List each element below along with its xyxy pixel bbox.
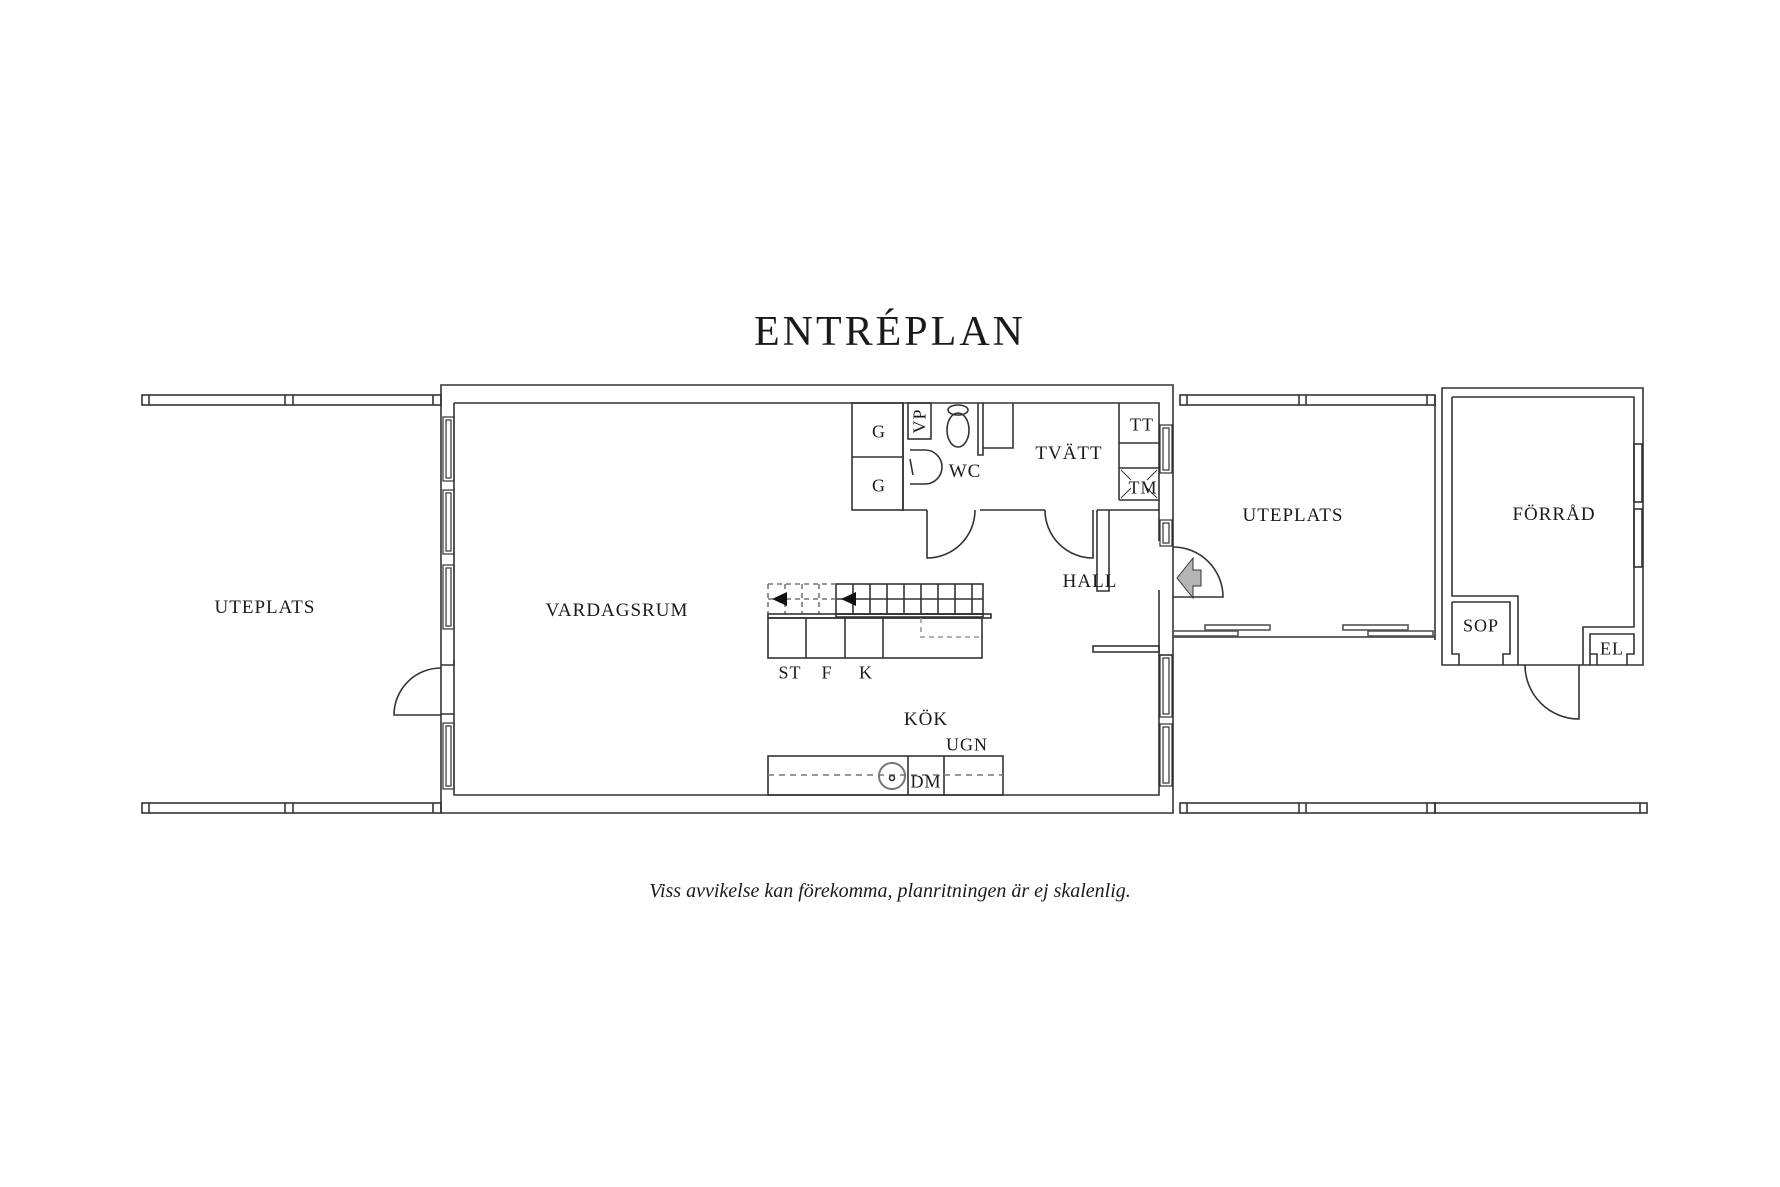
fixture-label-g2: G [872,475,886,496]
east-windows [1159,424,1173,787]
room-label-vardagsrum: VARDAGSRUM [545,600,689,621]
stair-arrow-icon [772,592,787,606]
stair-arrow-icon [841,592,856,606]
kitchen-counter [767,755,1004,796]
fixture-label-st: ST [778,662,802,683]
east-patio [1172,394,1436,814]
room-label-hall: HALL [1062,571,1118,592]
room-label-wc: WC [948,461,982,482]
entrance-arrow-icon [1176,556,1202,600]
floor-plan-title: ENTRÉPLAN [754,309,1026,355]
room-label-tvatt: TVÄTT [1035,443,1103,464]
west-door-swing [393,667,442,716]
stairs [767,583,984,618]
room-label-forrad: FÖRRÅD [1512,504,1596,525]
disclaimer-note: Viss avvikelse kan förekomma, planritnin… [649,880,1131,902]
fixture-label-dm: DM [910,771,942,792]
entrance-door-swing [1172,546,1224,598]
fixture-label-k: K [859,662,873,683]
fixture-label-tm: TM [1128,477,1158,498]
fixture-label-sop: SOP [1462,615,1500,636]
fixture-label-el: EL [1600,638,1624,659]
fixture-label-tt: TT [1130,414,1154,435]
kitchen-upper-row [767,613,992,659]
room-label-uteplats-east: UTEPLATS [1242,505,1344,526]
fixture-label-f: F [821,662,833,683]
fixture-label-ugn: UGN [946,734,988,755]
fixture-label-g1: G [872,421,886,442]
fixture-label-vp: VP [909,408,930,434]
forrad-walls [1426,387,1648,814]
wc-tvatt-walls [902,402,1159,592]
room-label-uteplats-west: UTEPLATS [214,597,316,618]
west-windows [442,416,455,790]
room-label-kok: KÖK [903,709,949,730]
